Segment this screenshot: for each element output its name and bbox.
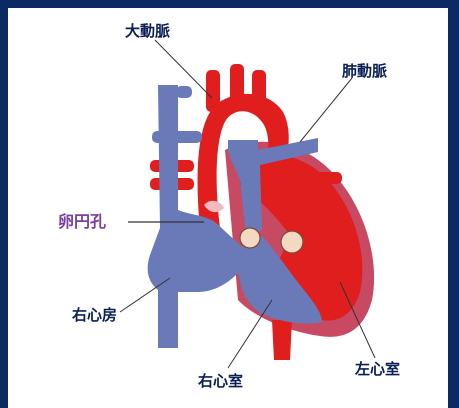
pulmonary-branch-left bbox=[152, 131, 202, 143]
vena-cava-and-right-atrium bbox=[148, 85, 245, 348]
label-aorta: 大動脈 bbox=[125, 22, 170, 40]
label-right-atrium: 右心房 bbox=[72, 306, 117, 324]
pulmonary-vein-1 bbox=[300, 172, 342, 184]
mitral-valve bbox=[281, 231, 303, 253]
label-foramen-ovale: 卵円孔 bbox=[58, 213, 106, 231]
leader-line-pulmonary-artery bbox=[300, 78, 352, 142]
tricuspid-valve bbox=[240, 228, 260, 248]
aorta-branch-2 bbox=[230, 64, 244, 104]
vena-cava-branch bbox=[176, 86, 192, 98]
label-pulmonary-artery: 肺動脈 bbox=[342, 62, 387, 80]
label-left-ventricle: 左心室 bbox=[355, 360, 400, 378]
pulmonary-vein-2 bbox=[300, 190, 338, 202]
aorta-branch-3 bbox=[252, 70, 266, 112]
leader-line-right-ventricle bbox=[228, 300, 272, 368]
label-right-ventricle: 右心室 bbox=[198, 372, 243, 390]
descending-aorta bbox=[272, 320, 292, 360]
aorta-branch-1 bbox=[206, 70, 220, 112]
